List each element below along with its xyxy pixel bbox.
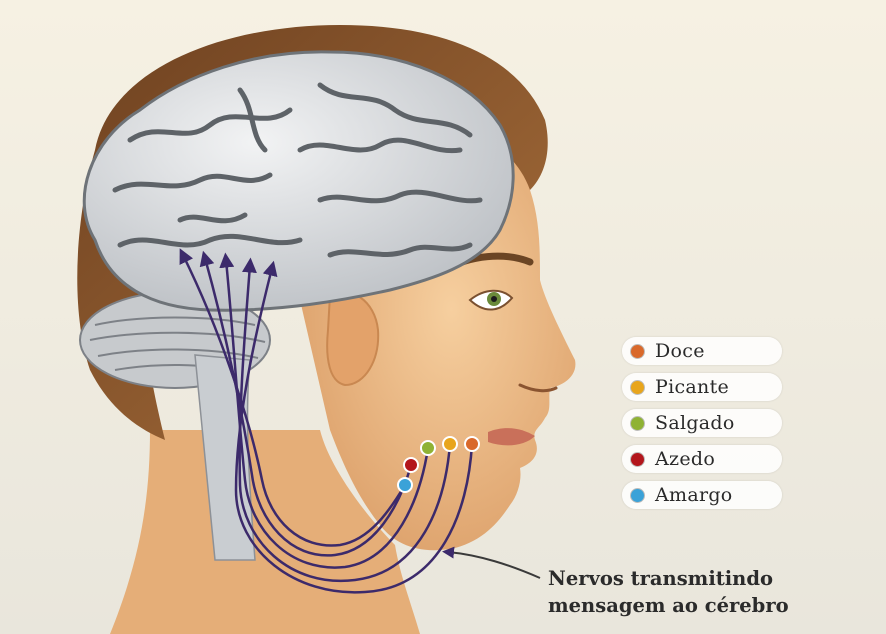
legend-item-salgado: Salgado bbox=[622, 409, 782, 437]
legend-dot-picante bbox=[631, 381, 644, 394]
dot-picante bbox=[443, 437, 457, 451]
legend-dot-amargo bbox=[631, 489, 644, 502]
legend-label-doce: Doce bbox=[655, 340, 705, 362]
legend-dot-doce bbox=[631, 345, 644, 358]
legend-label-azedo: Azedo bbox=[655, 448, 715, 470]
legend-item-doce: Doce bbox=[622, 337, 782, 365]
legend-label-salgado: Salgado bbox=[655, 412, 735, 434]
dot-azedo bbox=[404, 458, 418, 472]
legend-item-amargo: Amargo bbox=[622, 481, 782, 509]
nerve-caption: Nervos transmitindo mensagem ao cérebro bbox=[548, 565, 878, 619]
dot-salgado bbox=[421, 441, 435, 455]
dot-doce bbox=[465, 437, 479, 451]
legend-item-azedo: Azedo bbox=[622, 445, 782, 473]
taste-legend: Doce Picante Salgado Azedo Amargo bbox=[622, 337, 782, 517]
legend-dot-salgado bbox=[631, 417, 644, 430]
legend-item-picante: Picante bbox=[622, 373, 782, 401]
legend-label-amargo: Amargo bbox=[655, 484, 733, 506]
caption-line-1: Nervos transmitindo bbox=[548, 565, 878, 592]
pupil bbox=[491, 296, 497, 302]
caption-line-2: mensagem ao cérebro bbox=[548, 592, 878, 619]
dot-amargo bbox=[398, 478, 412, 492]
legend-label-picante: Picante bbox=[655, 376, 729, 398]
legend-dot-azedo bbox=[631, 453, 644, 466]
